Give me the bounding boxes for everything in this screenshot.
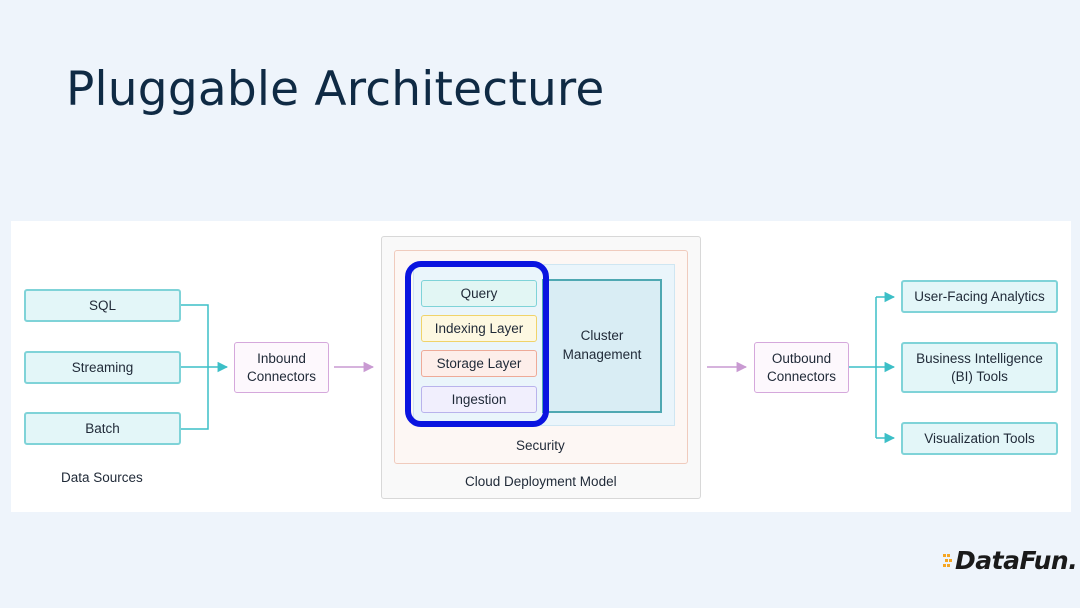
layer-ingestion: Ingestion: [421, 386, 537, 413]
output-business-intelligence: Business Intelligence (BI) Tools: [901, 342, 1058, 393]
datafun-logo: DataFun.: [955, 546, 1078, 575]
outbound-connectors: Outbound Connectors: [754, 342, 849, 393]
cluster-management: Cluster Management: [542, 279, 662, 413]
datafun-logo-icon: [943, 554, 952, 567]
layer-storage: Storage Layer: [421, 350, 537, 377]
security-label: Security: [516, 438, 565, 453]
layer-indexing: Indexing Layer: [421, 315, 537, 342]
source-streaming: Streaming: [24, 351, 181, 384]
layer-query: Query: [421, 280, 537, 307]
output-user-facing-analytics: User-Facing Analytics: [901, 280, 1058, 313]
source-batch: Batch: [24, 412, 181, 445]
highlight-outline: [405, 261, 549, 427]
cloud-deployment-label: Cloud Deployment Model: [465, 474, 617, 489]
output-visualization-tools: Visualization Tools: [901, 422, 1058, 455]
data-sources-caption: Data Sources: [61, 470, 143, 485]
source-sql: SQL: [24, 289, 181, 322]
page-title: Pluggable Architecture: [66, 62, 605, 117]
inbound-connectors: Inbound Connectors: [234, 342, 329, 393]
